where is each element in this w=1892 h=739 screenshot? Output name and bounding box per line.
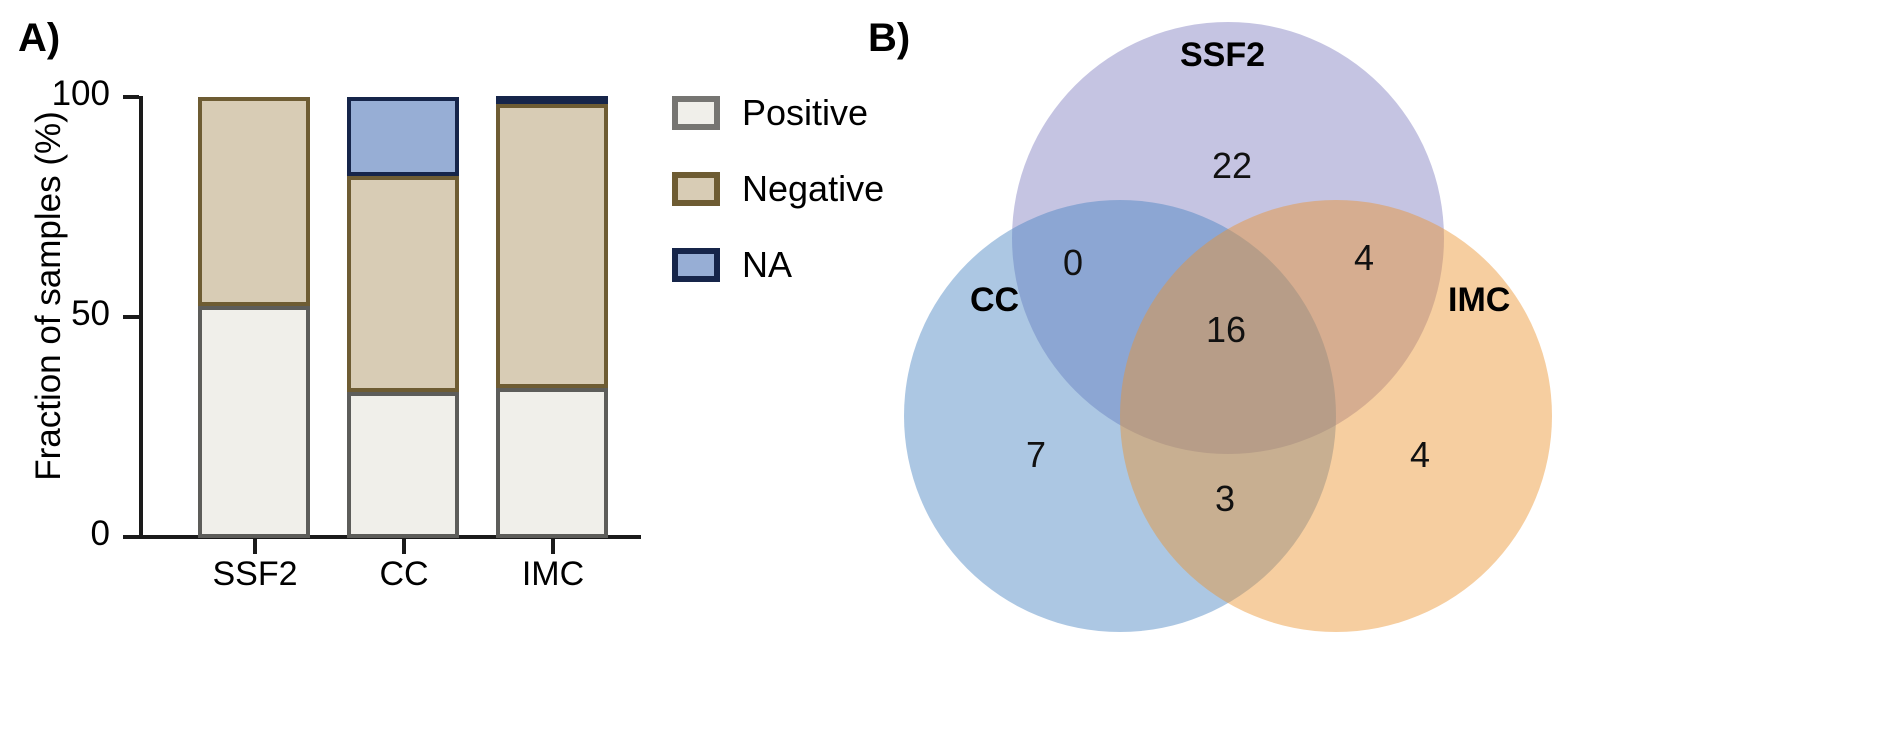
legend-label-na: NA [742, 244, 793, 285]
legend-swatch-positive-icon [672, 96, 720, 130]
venn-count-imc-only: 4 [1410, 434, 1431, 475]
bar-segment-imc-negative [496, 104, 608, 388]
x-tick-label-imc: IMC [521, 555, 585, 593]
y-tick-label-0: 0 [90, 514, 110, 553]
y-tick-label-100: 100 [51, 74, 110, 113]
venn-count-ssf2-imc: 4 [1354, 237, 1375, 278]
x-tick-cc [402, 539, 406, 554]
panel-b-letter: B) [868, 16, 911, 60]
legend-swatch-negative-icon [672, 172, 720, 206]
legend-label-negative: Negative [742, 168, 885, 209]
legend-item-positive: Positive [672, 84, 884, 142]
y-tick-0 [123, 535, 139, 539]
legend-label-positive: Positive [742, 92, 869, 133]
venn-label-cc: CC [970, 281, 1020, 319]
venn-count-cc-only: 7 [1026, 434, 1047, 475]
legend-item-na: NA [672, 236, 884, 294]
panel-b-venn-diagram: B) SSF2 CC IMC 22 0 4 16 7 3 4 [860, 0, 1892, 739]
y-tick-label-50: 50 [71, 294, 110, 333]
venn-circle-imc [1120, 200, 1552, 632]
panel-a-bar-chart: A) Fraction of samples (%) 100 50 0 SSF2… [0, 0, 900, 739]
bar-segment-cc-positive [347, 392, 459, 538]
bar-segment-ssf2-positive [198, 306, 310, 538]
bar-segment-ssf2-negative [198, 97, 310, 306]
bar-segment-cc-negative [347, 176, 459, 392]
venn-count-all-three: 16 [1206, 309, 1247, 350]
venn-count-ssf2-cc: 0 [1063, 242, 1084, 283]
y-axis-line [139, 96, 143, 539]
venn-circle-ssf2 [1012, 22, 1444, 454]
x-tick-imc [551, 539, 555, 554]
y-tick-50 [123, 315, 139, 319]
venn-diagram: SSF2 CC IMC 22 0 4 16 7 3 4 [860, 0, 1892, 739]
panel-a-letter: A) [18, 16, 61, 60]
x-tick-label-cc: CC [379, 555, 429, 593]
y-tick-100 [123, 95, 139, 99]
bar-segment-imc-positive [496, 388, 608, 538]
bar-segment-cc-na [347, 97, 459, 176]
plot-area [140, 96, 640, 538]
venn-count-cc-imc: 3 [1215, 478, 1236, 519]
venn-label-ssf2: SSF2 [1180, 36, 1266, 74]
legend-swatch-na-icon [672, 248, 720, 282]
bar-segment-imc-na [496, 96, 608, 104]
venn-circle-cc [904, 200, 1336, 632]
x-tick-ssf2 [253, 539, 257, 554]
legend-item-negative: Negative [672, 160, 884, 218]
chart-legend: Positive Negative NA [672, 84, 884, 312]
x-tick-label-ssf2: SSF2 [212, 555, 298, 593]
venn-count-ssf2-only: 22 [1212, 145, 1253, 186]
venn-label-imc: IMC [1448, 281, 1511, 319]
